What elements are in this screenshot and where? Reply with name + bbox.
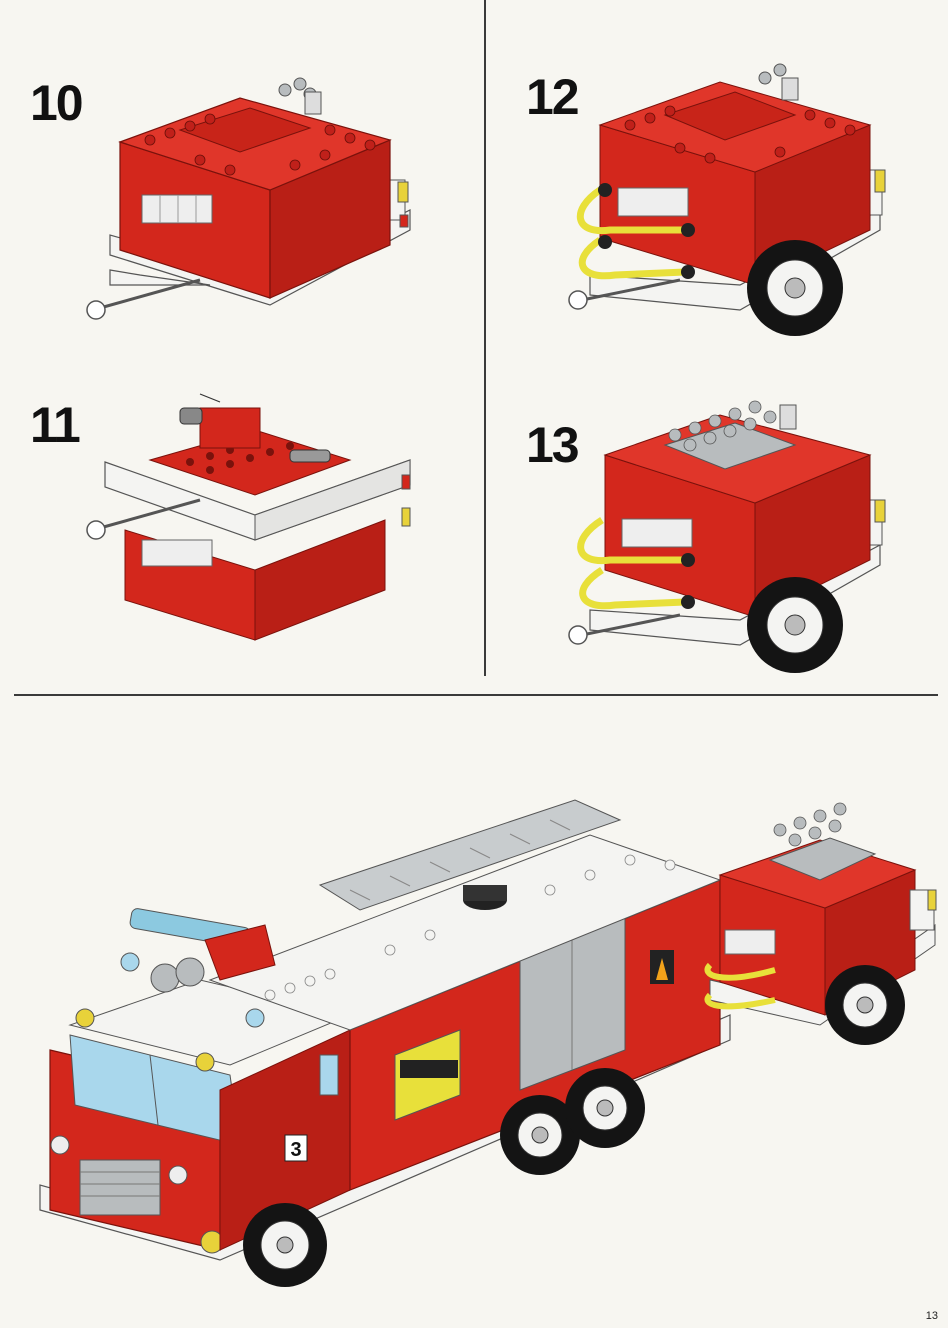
page-number: 13: [925, 1310, 938, 1322]
step-number-11: 11: [30, 397, 81, 453]
step-number-13: 13: [526, 417, 580, 473]
truck-wheels: [243, 1068, 645, 1287]
step-13-illustration: [568, 400, 886, 673]
fire-truck-illustration: 3: [39, 799, 937, 1287]
cab-number: 3: [290, 1139, 301, 1161]
step-10-illustration: [86, 77, 411, 320]
step-number-10: 10: [30, 75, 84, 131]
horizontal-divider: [14, 694, 938, 696]
step-number-12: 12: [526, 69, 580, 125]
vertical-divider: [484, 0, 486, 676]
step-11-illustration: [86, 393, 411, 641]
step-12-illustration: [568, 63, 886, 336]
